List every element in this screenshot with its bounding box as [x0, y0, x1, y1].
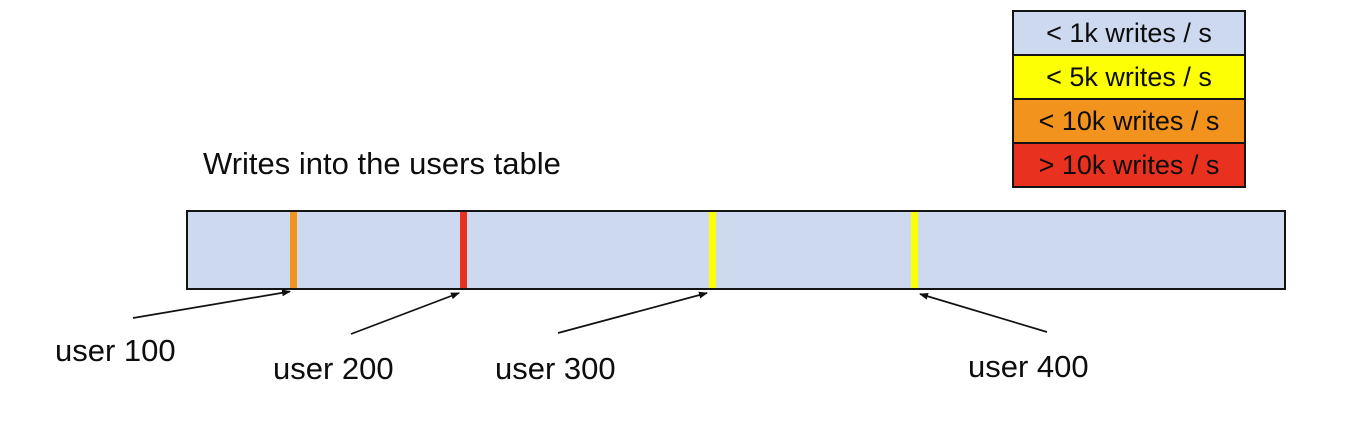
legend-item-lt-5k-writes: < 5k writes / s — [1012, 54, 1246, 100]
bar-mark-user-400 — [911, 212, 919, 288]
bar-mark-user-100 — [289, 212, 297, 288]
legend-item-label: < 5k writes / s — [1046, 61, 1212, 92]
arrow-user-200 — [350, 292, 460, 335]
legend-item-lt-10k-writes: < 10k writes / s — [1012, 98, 1246, 144]
user-200-label: user 200 — [273, 351, 394, 386]
legend-item-label: > 10k writes / s — [1038, 149, 1220, 180]
arrow-user-300 — [557, 291, 708, 334]
bar-mark-user-200 — [459, 212, 467, 288]
arrow-user-100 — [132, 289, 291, 319]
legend-item-label: < 1k writes / s — [1046, 17, 1212, 48]
legend-item-gt-10k-writes: > 10k writes / s — [1012, 142, 1246, 188]
legend-item-lt-1k-writes: < 1k writes / s — [1012, 10, 1246, 56]
arrow-user-400 — [919, 292, 1048, 333]
diagram-title: Writes into the users table — [203, 146, 561, 181]
bar-mark-user-300 — [708, 212, 716, 288]
user-100-label: user 100 — [55, 333, 176, 368]
legend: < 1k writes / s < 5k writes / s < 10k wr… — [1012, 10, 1246, 188]
user-300-label: user 300 — [495, 351, 616, 386]
legend-item-label: < 10k writes / s — [1038, 105, 1220, 136]
user-400-label: user 400 — [968, 349, 1089, 384]
users-table-bar — [186, 210, 1286, 290]
